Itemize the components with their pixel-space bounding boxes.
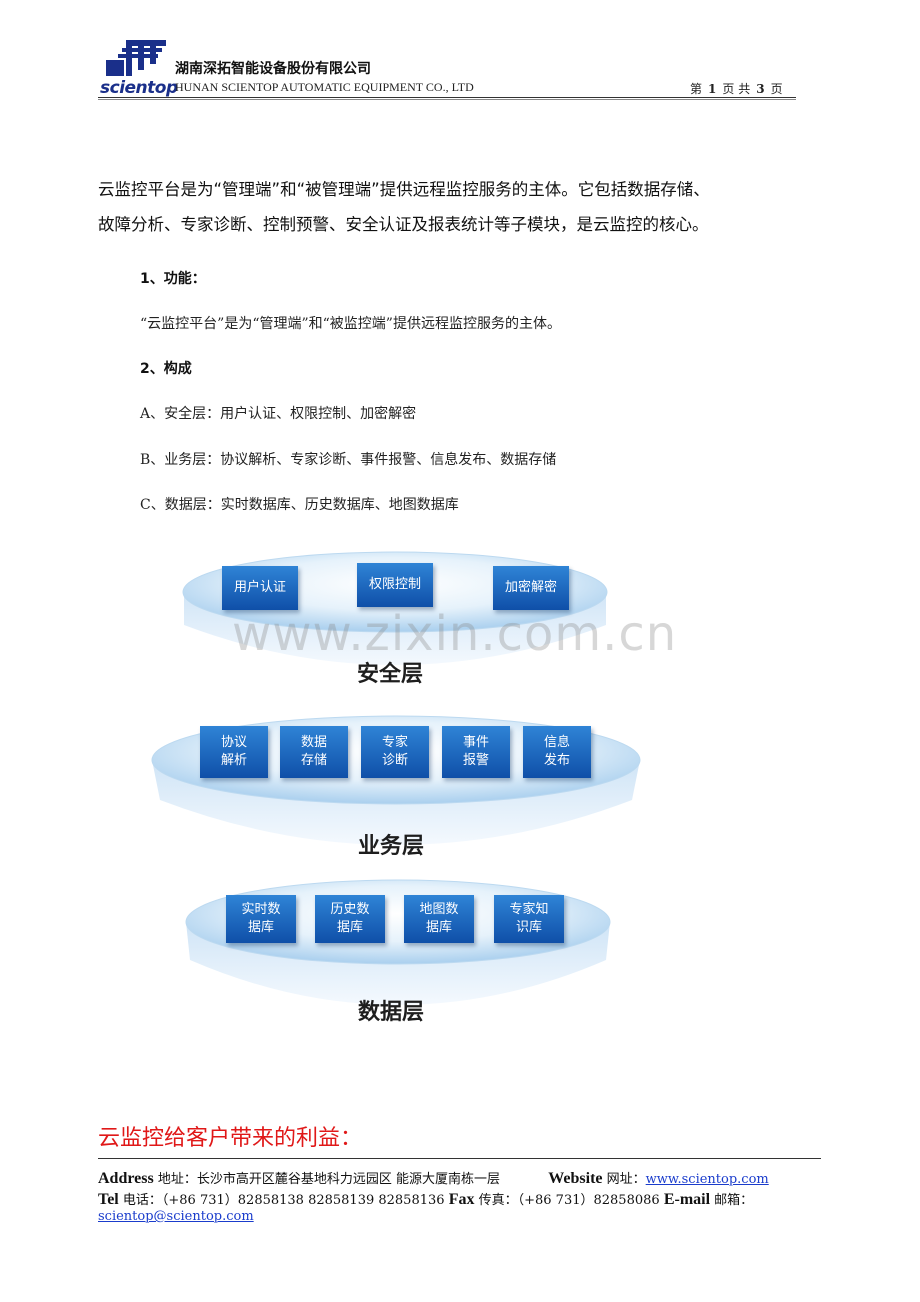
box-user-auth: 用户认证 bbox=[222, 566, 298, 610]
email-label: E-mail bbox=[663, 1191, 711, 1208]
fax-label: Fax bbox=[448, 1191, 475, 1208]
box-data-storage: 数据 存储 bbox=[280, 726, 348, 778]
layer-b-text: B、业务层：协议解析、专家诊断、事件报警、信息发布、数据存储 bbox=[140, 452, 557, 468]
footer-divider bbox=[98, 1158, 821, 1159]
company-name-en: HUNAN SCIENTOP AUTOMATIC EQUIPMENT CO., … bbox=[175, 80, 474, 94]
header-divider bbox=[98, 97, 796, 98]
company-logo bbox=[98, 40, 170, 98]
footer-email-line: scientop@scientop.com bbox=[98, 1209, 254, 1224]
address-text: 地址：长沙市高开区麓谷基地科力远园区 能源大厦南栋一层 bbox=[157, 1172, 500, 1187]
composition-heading: 2、构成 bbox=[140, 361, 192, 377]
box-encrypt-decrypt: 加密解密 bbox=[493, 566, 569, 610]
box-event-alarm: 事件 报警 bbox=[442, 726, 510, 778]
address-label: Address bbox=[98, 1170, 154, 1187]
email-link[interactable]: scientop@scientop.com bbox=[98, 1209, 254, 1224]
layer-a-text: A、安全层：用户认证、权限控制、加密解密 bbox=[140, 406, 417, 422]
box-expert-knowledge-db: 专家知 识库 bbox=[494, 895, 564, 943]
benefit-heading: 云监控给客户带来的利益： bbox=[98, 1126, 363, 1151]
header-divider-thin bbox=[98, 99, 796, 100]
intro-paragraph: 云监控平台是为“管理端”和“被管理端”提供远程监控服务的主体。它包括数据存储、 … bbox=[98, 172, 828, 242]
intro-line-1: 云监控平台是为“管理端”和“被管理端”提供远程监控服务的主体。它包括数据存储、 bbox=[98, 180, 710, 199]
function-text: “云监控平台”是为“管理端”和“被监控端”提供远程监控服务的主体。 bbox=[140, 316, 561, 332]
label-business-layer: 业务层 bbox=[358, 834, 425, 859]
intro-line-2: 故障分析、专家诊断、控制预警、安全认证及报表统计等子模块，是云监控的核心。 bbox=[98, 215, 709, 234]
box-history-db: 历史数 据库 bbox=[315, 895, 385, 943]
website-link[interactable]: www.scientop.com bbox=[645, 1172, 769, 1187]
function-heading: 1、功能： bbox=[140, 271, 206, 287]
box-protocol-parse: 协议 解析 bbox=[200, 726, 268, 778]
label-security-layer: 安全层 bbox=[357, 662, 424, 687]
box-expert-diagnosis: 专家 诊断 bbox=[361, 726, 429, 778]
footer-contact-line: Tel 电话：（+86 731）82858138 82858139 828581… bbox=[98, 1189, 753, 1209]
email-prefix: 邮箱： bbox=[714, 1193, 754, 1208]
website-prefix: 网址： bbox=[606, 1172, 646, 1187]
website-label: Website bbox=[548, 1170, 603, 1187]
footer-address-line: Address 地址：长沙市高开区麓谷基地科力远园区 能源大厦南栋一层 Webs… bbox=[98, 1168, 769, 1188]
label-data-layer: 数据层 bbox=[358, 1000, 425, 1025]
company-name-cn: 湖南深拓智能设备股份有限公司 bbox=[175, 61, 371, 77]
tel-text: 电话：（+86 731）82858138 82858139 82858136 bbox=[122, 1193, 445, 1208]
tel-label: Tel bbox=[98, 1191, 119, 1208]
fax-text: 传真：（+86 731）82858086 bbox=[478, 1193, 660, 1208]
box-info-publish: 信息 发布 bbox=[523, 726, 591, 778]
box-realtime-db: 实时数 据库 bbox=[226, 895, 296, 943]
box-permission-control: 权限控制 bbox=[357, 563, 433, 607]
watermark: www.zixin.com.cn bbox=[232, 606, 678, 662]
logo-wordmark: scientop bbox=[100, 78, 178, 98]
box-map-db: 地图数 据库 bbox=[404, 895, 474, 943]
layer-c-text: C、数据层：实时数据库、历史数据库、地图数据库 bbox=[140, 497, 459, 513]
